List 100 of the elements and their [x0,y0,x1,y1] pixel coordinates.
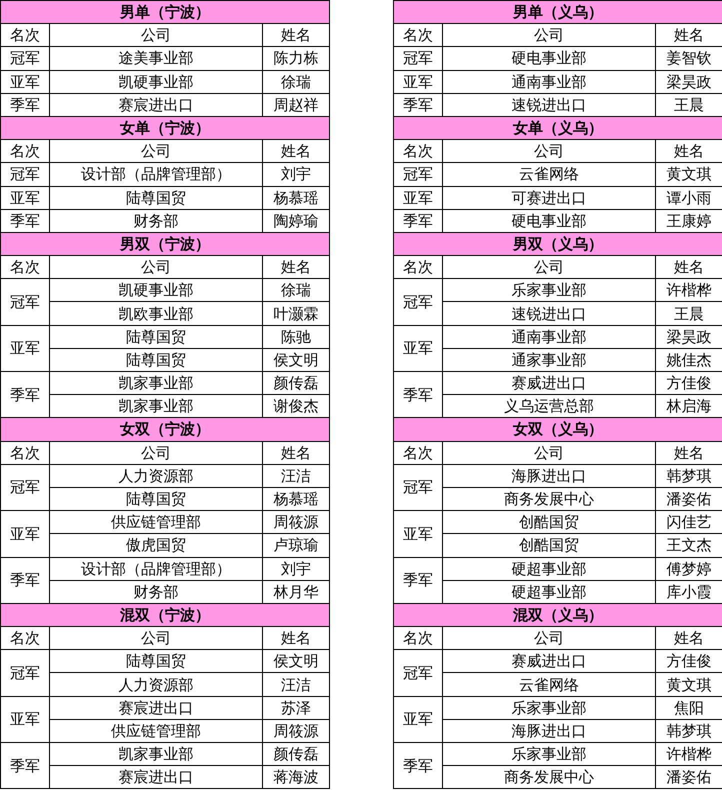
company-name: 硬电事业部 [442,46,656,70]
column-header: 公司 [442,441,656,464]
company-name: 傲虎国贸 [50,534,262,557]
rank-label: 亚军 [0,325,50,372]
player-name: 刘宇 [262,557,330,580]
player-name: 徐瑞 [262,70,330,94]
company-name: 海豚进出口 [442,719,656,742]
column-header: 公司 [442,24,656,47]
player-name: 刘宇 [262,162,330,186]
company-name: 乐家事业部 [442,696,656,720]
company-name: 通南事业部 [442,325,656,348]
company-name: 设计部（品牌管理部） [50,557,262,580]
company-name: 设计部（品牌管理部） [50,162,262,186]
column-header: 公司 [50,24,262,47]
column-header: 公司 [442,140,656,163]
player-name: 汪洁 [262,672,330,696]
column-header: 名次 [394,626,442,650]
rank-label: 亚军 [394,696,442,742]
company-name: 凯欧事业部 [50,302,262,326]
column-header: 名次 [0,256,50,279]
rank-label: 冠军 [394,278,442,326]
column-header: 名次 [0,626,50,650]
player-name: 卢琼瑜 [262,534,330,557]
column-header: 公司 [442,256,656,279]
player-name: 周赵祥 [262,93,330,116]
rank-label: 季军 [0,557,50,604]
rank-label: 亚军 [0,696,50,742]
company-name: 乐家事业部 [442,278,656,302]
column-header: 名次 [394,441,442,464]
column-header: 姓名 [262,140,330,163]
player-name: 陈驰 [262,325,330,348]
player-name: 颜传磊 [262,372,330,395]
player-name: 周筱源 [262,719,330,742]
rank-label: 冠军 [0,278,50,326]
player-name: 杨慕瑶 [262,487,330,511]
section-header: 女双（宁波） [0,418,330,442]
company-name: 陆尊国贸 [50,186,262,210]
company-name: 赛威进出口 [442,372,656,395]
company-name: 供应链管理部 [50,719,262,742]
company-name: 凯家事业部 [50,742,262,766]
column-header: 名次 [394,256,442,279]
company-name: 云雀网络 [442,672,656,696]
column-header: 公司 [50,626,262,650]
section-header: 混双（宁波） [0,603,330,627]
rank-label: 季军 [394,93,442,116]
column-header: 名次 [394,24,442,47]
section-header: 女双（义乌） [394,418,722,442]
column-header: 姓名 [262,24,330,47]
company-name: 云雀网络 [442,162,656,186]
player-name: 汪洁 [262,464,330,488]
company-name: 赛宸进出口 [50,696,262,720]
section-header: 女单（宁波） [0,116,330,140]
company-name: 商务发展中心 [442,487,656,511]
rank-label: 季军 [0,742,50,789]
player-name: 林月华 [262,580,330,604]
rank-label: 季军 [394,209,442,232]
player-name: 侯文明 [262,650,330,673]
company-name: 陆尊国贸 [50,487,262,511]
player-name: 周筱源 [262,510,330,534]
rank-label: 冠军 [0,162,50,186]
column-header: 名次 [0,24,50,47]
column-header: 公司 [442,626,656,650]
column-header: 姓名 [262,626,330,650]
company-name: 商务发展中心 [442,766,656,789]
rank-label: 冠军 [394,162,442,186]
rank-label: 季军 [0,209,50,232]
company-name: 赛宸进出口 [50,766,262,789]
company-name: 可赛进出口 [442,186,656,210]
company-name: 凯硬事业部 [50,278,262,302]
rank-label: 冠军 [0,464,50,511]
company-name: 陆尊国贸 [50,325,262,348]
section-header: 男双（义乌） [394,232,722,256]
player-name: 叶灏霖 [262,302,330,326]
section-header: 男单（义乌） [394,0,722,24]
company-name: 赛威进出口 [442,650,656,673]
company-name: 陆尊国贸 [50,650,262,673]
section-header: 女单（义乌） [394,116,722,140]
player-name: 徐瑞 [262,278,330,302]
column-header: 公司 [50,256,262,279]
company-name: 人力资源部 [50,464,262,488]
rank-label: 亚军 [394,510,442,557]
company-name: 凯硬事业部 [50,70,262,94]
rank-label: 亚军 [0,186,50,210]
rank-label: 亚军 [394,70,442,94]
company-name: 财务部 [50,209,262,232]
rank-label: 冠军 [394,464,442,511]
column-header: 公司 [50,140,262,163]
column-header: 姓名 [262,441,330,464]
player-name: 杨慕瑶 [262,186,330,210]
player-name: 侯文明 [262,348,330,372]
company-name: 硬超事业部 [442,580,656,604]
rank-label: 冠军 [0,650,50,696]
company-name: 途美事业部 [50,46,262,70]
column-header: 姓名 [262,256,330,279]
player-name: 苏泽 [262,696,330,720]
company-name: 赛宸进出口 [50,93,262,116]
rank-label: 亚军 [394,325,442,372]
company-name: 通南事业部 [442,70,656,94]
company-name: 供应链管理部 [50,510,262,534]
section-header: 男双（宁波） [0,232,330,256]
